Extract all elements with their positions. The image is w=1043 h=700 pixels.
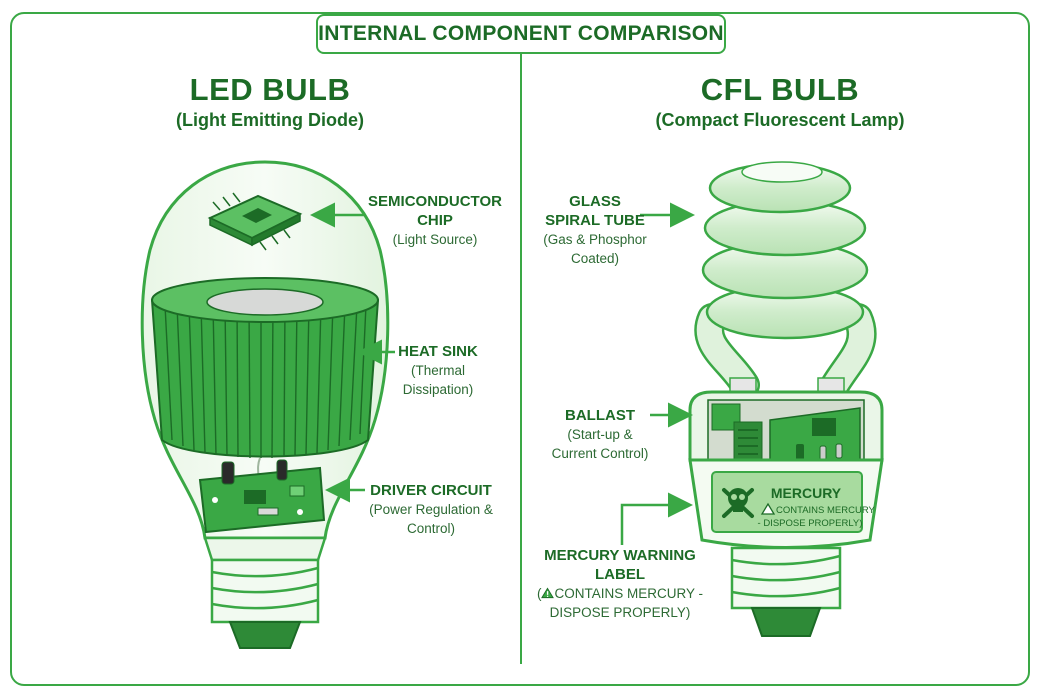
chip-icon	[207, 192, 303, 251]
callout-glass-spiral-tube: GLASS SPIRAL TUBE (Gas & Phosphor Coated…	[540, 192, 650, 268]
callout-title: MERCURY WARNING LABEL	[544, 547, 696, 583]
callout-desc: (Gas & Phosphor Coated)	[543, 232, 647, 266]
mercury-label-line1: CONTAINS MERCURY	[776, 505, 876, 516]
callout-title: GLASS SPIRAL TUBE	[545, 193, 645, 229]
cfl-screw-base-icon	[730, 546, 842, 637]
callout-desc: (Power Regulation & Control)	[369, 502, 493, 536]
center-divider	[520, 52, 522, 664]
callout-desc: (Thermal Dissipation)	[402, 363, 474, 397]
title-banner: INTERNAL COMPONENT COMPARISON	[316, 14, 726, 54]
callout-heat-sink: HEAT SINK (Thermal Dissipation)	[383, 342, 493, 399]
outer-frame	[10, 12, 1030, 686]
mercury-label-heading: MERCURY	[771, 485, 842, 501]
heat-sink-icon	[150, 277, 380, 459]
callout-title: HEAT SINK	[398, 343, 478, 360]
mercury-label	[711, 471, 863, 533]
callout-desc: ( CONTAINS MERCURY - DISPOSE PROPERLY)	[535, 584, 705, 622]
callout-semiconductor-chip: SEMICONDUCTOR CHIP (Light Source)	[360, 192, 510, 249]
callout-desc: (Start-up & Current Control)	[551, 427, 649, 461]
warning-triangle-icon	[541, 587, 555, 599]
cfl-subheading: (Compact Fluorescent Lamp)	[655, 110, 905, 130]
spiral-tube-icon	[694, 161, 877, 400]
circuit-board-icon	[198, 459, 326, 534]
callout-desc-prefix: (	[536, 586, 542, 601]
led-heading: LED BULB	[189, 72, 351, 107]
cfl-bulb: MERCURY CONTAINS MERCURY - DISPOSE PROPE…	[620, 161, 884, 637]
led-bulb	[140, 160, 395, 649]
callout-desc-text: CONTAINS MERCURY - DISPOSE PROPERLY)	[549, 586, 703, 620]
mercury-label-line2: - DISPOSE PROPERLY)	[758, 518, 863, 529]
callout-desc: (Light Source)	[392, 232, 478, 247]
arrow-icon	[620, 492, 693, 545]
callout-driver-circuit: DRIVER CIRCUIT (Power Regulation & Contr…	[356, 481, 506, 538]
ballast-icon	[707, 399, 865, 463]
callout-mercury-warning-label: MERCURY WARNING LABEL ( CONTAINS MERCURY …	[535, 546, 705, 622]
callout-title: BALLAST	[565, 407, 635, 424]
cfl-heading: CFL BULB	[700, 72, 860, 107]
led-subheading: (Light Emitting Diode)	[176, 110, 364, 130]
led-screw-base-icon	[203, 536, 327, 649]
warning-triangle-icon	[760, 502, 776, 515]
callout-title: SEMICONDUCTOR CHIP	[368, 193, 502, 229]
skull-crossbones-icon	[722, 488, 754, 518]
diagram-title: INTERNAL COMPONENT COMPARISON	[318, 22, 724, 45]
callout-title: DRIVER CIRCUIT	[370, 482, 492, 499]
callout-ballast: BALLAST (Start-up & Current Control)	[545, 406, 655, 463]
